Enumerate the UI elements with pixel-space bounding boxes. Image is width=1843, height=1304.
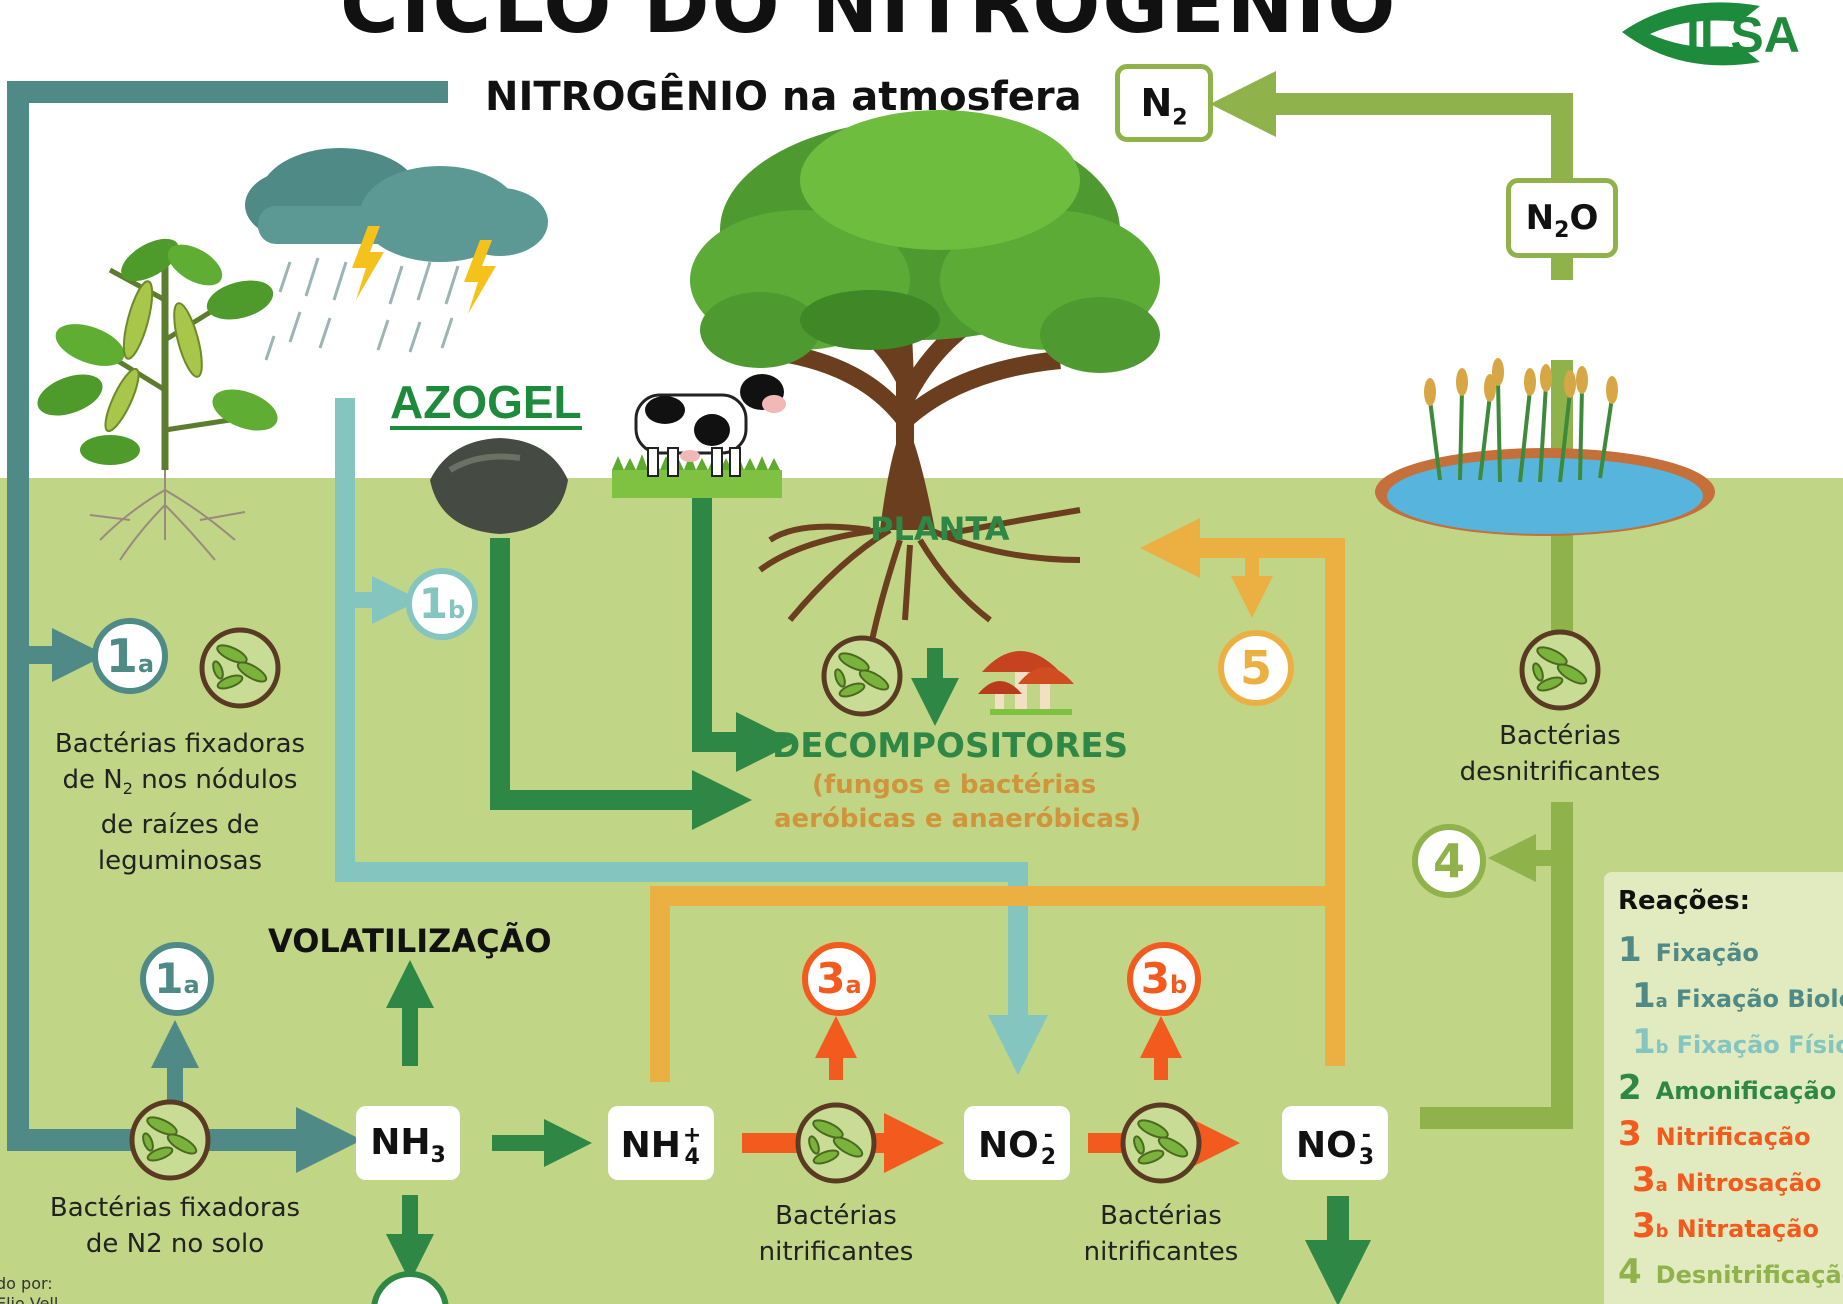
bacteria-icon-decomposer — [824, 638, 900, 714]
nh3-subscript: 3 — [430, 1143, 446, 1169]
mushroom-icon — [978, 651, 1074, 715]
credit-line1: do por: — [0, 1274, 53, 1293]
no3-subscript: 3 — [1358, 1145, 1375, 1170]
no2-subscript: 2 — [1040, 1145, 1057, 1170]
n2-box: N2 — [1115, 64, 1213, 142]
nh3-box: NH3 — [356, 1106, 460, 1180]
no3-box: NO-3 — [1282, 1106, 1388, 1180]
bacteria-icon-denitrifying — [1522, 632, 1598, 708]
no2-box: NO-2 — [964, 1106, 1070, 1180]
nh4-charge: + — [682, 1123, 702, 1148]
bacteria-icon-nitrifying-2 — [1123, 1105, 1199, 1181]
bacteria-icon-soil — [132, 1102, 208, 1178]
n2-subscript: 2 — [1172, 105, 1188, 131]
decomposers-line1: (fungos e bactérias — [812, 770, 1097, 800]
badge-1a-top: 1a — [92, 618, 168, 694]
n2o-n: N — [1525, 198, 1555, 238]
badge-1a-bottom: 1a — [140, 942, 214, 1016]
badge-2-partial — [371, 1271, 449, 1304]
pond-icon — [1375, 358, 1715, 536]
credit-line2: Elio Vell — [0, 1294, 59, 1304]
bacteria-icon-nitrifying-1 — [798, 1105, 874, 1181]
tree-icon — [690, 110, 1160, 651]
no3-charge: - — [1361, 1123, 1371, 1148]
caption-nitrifying-1: Bactérias nitrificantes — [758, 1201, 914, 1267]
badge-1b: 1b — [406, 568, 478, 640]
no2-base: NO — [977, 1125, 1039, 1166]
bacteria-icon-nodule — [202, 630, 278, 706]
n2o-box: N2O — [1506, 178, 1618, 258]
azogel-label: AZOGEL — [390, 376, 582, 430]
nh4-box: NH+4 — [608, 1106, 714, 1180]
n2o-o: O — [1569, 198, 1599, 238]
nh4-subscript: 4 — [684, 1145, 700, 1170]
nh3-base: NH — [370, 1122, 431, 1163]
volatilization-label: VOLATILIZAÇÃO — [268, 922, 552, 960]
plant-label: PLANTA — [870, 510, 1010, 548]
legend-title: Reações: — [1618, 886, 1750, 916]
atmosphere-label: NITROGÊNIO na atmosfera — [485, 74, 1082, 120]
caption-soil-bacteria: Bactérias fixadoras de N2 no solo — [49, 1193, 301, 1259]
badge-3b: 3b — [1127, 942, 1201, 1016]
rain-cloud-icon — [245, 148, 548, 361]
decomposers-line2: aeróbicas e anaeróbicas) — [774, 804, 1142, 834]
caption-denitrifying: Bactérias desnitrificantes — [1459, 721, 1661, 787]
cow-icon — [612, 374, 786, 498]
ilsa-logo — [1622, 2, 1760, 66]
badge-5: 5 — [1218, 630, 1294, 706]
caption-nitrifying-2: Bactérias nitrificantes — [1083, 1201, 1239, 1267]
decomposers-title: DECOMPOSITORES — [772, 726, 1129, 766]
n2o-subscript: 2 — [1554, 217, 1570, 243]
azogel-fertilizer-icon — [430, 438, 568, 534]
caption-nodule-bacteria: Bactérias fixadoras de N2 nos nódulos de… — [54, 729, 306, 877]
no3-base: NO — [1295, 1125, 1357, 1166]
nh4-base: NH — [620, 1125, 681, 1166]
n2-symbol: N — [1140, 81, 1173, 125]
badge-4: 4 — [1412, 824, 1486, 898]
legume-plant-icon — [37, 238, 278, 561]
brand-logo-text: ILSA — [1686, 7, 1800, 63]
page-title: CICLO DO NITROGÊNIO — [340, 0, 1398, 51]
no2-charge: - — [1043, 1123, 1053, 1148]
badge-3a: 3a — [802, 942, 876, 1016]
